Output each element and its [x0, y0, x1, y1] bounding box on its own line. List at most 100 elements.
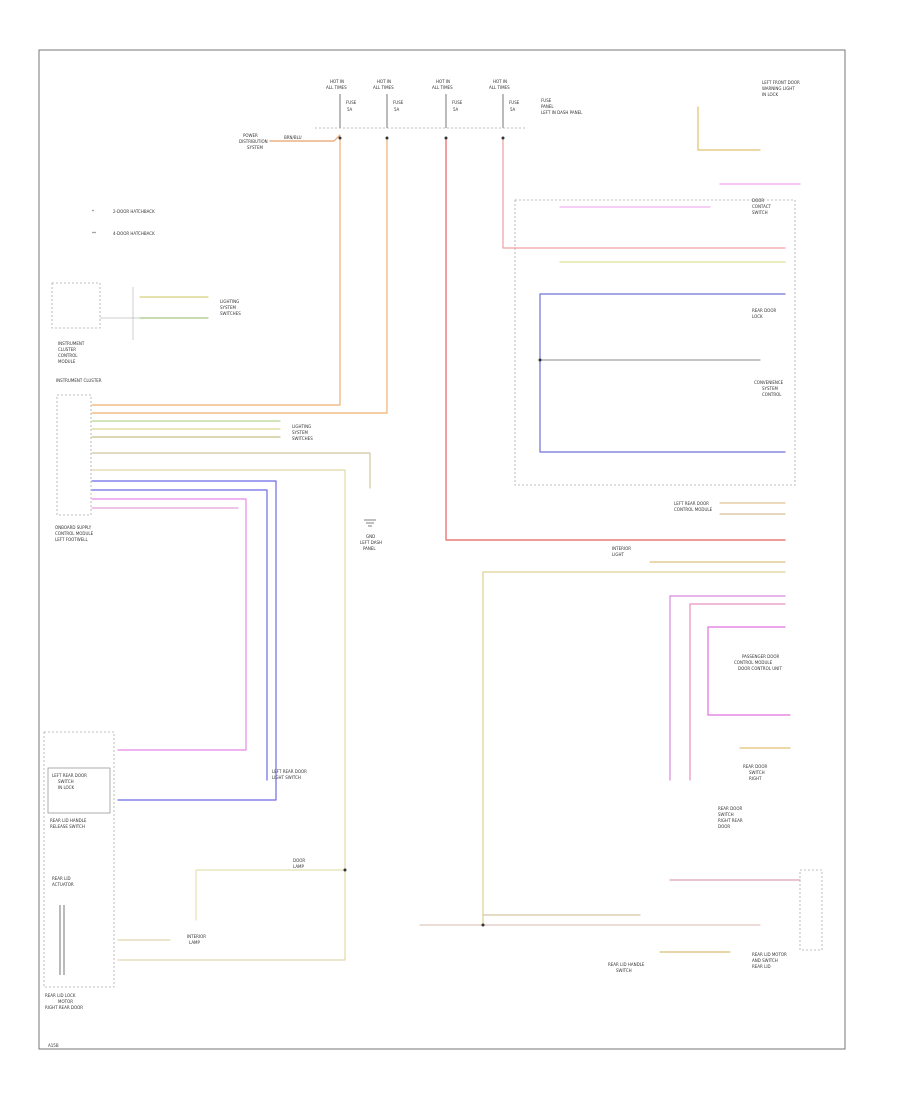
right-label-2-l1: DOOR — [752, 198, 764, 203]
door-switch-1-l3: IN LOCK — [58, 785, 74, 790]
rear-lid-handle-2: SWITCH — [616, 968, 632, 973]
lighting-upper-1: LIGHTING — [220, 299, 239, 304]
rear-lid-motor-box — [799, 869, 823, 951]
right-label-2-l3: SWITCH — [752, 210, 768, 215]
comfort-1: CONVENIENCE — [754, 380, 784, 385]
door-switch-4-l2: LIGHT SWITCH — [272, 775, 301, 780]
fuse-1: HOT IN ALL TIMES FUSE 5A — [326, 79, 357, 128]
right-label-3-l2: LOCK — [752, 314, 763, 319]
wire-cluster-orange-2 — [91, 137, 388, 414]
door-switch-2-l2: RELEASE SWITCH — [50, 824, 85, 829]
door-switch-1-l2: SWITCH — [58, 779, 74, 784]
fuse-2: HOT IN ALL TIMES FUSE 5A — [373, 79, 404, 128]
power-dist-wire-code: BRN/BLU — [284, 135, 302, 140]
fuse-4-rating: 5A — [510, 107, 516, 112]
wire-right-top — [697, 106, 761, 151]
lr-door-2: CONTROL MODULE — [674, 507, 713, 512]
power-dist-label-2: DISTRIBUTION — [239, 139, 268, 144]
wire-pink-1 — [91, 498, 247, 751]
cluster-box-line-3: CONTROL — [58, 353, 78, 358]
rear-lid-motor-1: REAR LID MOTOR — [752, 952, 787, 957]
cluster-box-line-4: MODULE — [58, 359, 76, 364]
ground-label-3: PANEL — [363, 546, 376, 551]
door-switch-1-l1: LEFT REAR DOOR — [52, 773, 87, 778]
wire-ground — [91, 452, 371, 489]
door-switch-3-l1: REAR LID — [52, 876, 71, 881]
fuse-3-hot-in: HOT IN — [436, 79, 450, 84]
right-rear-door-1: REAR DOOR — [718, 806, 742, 811]
central-module-line-3: LEFT FOOTWELL — [55, 537, 88, 542]
fuse-1-label: FUSE — [346, 100, 357, 105]
central-module-line-2: CONTROL MODULE — [55, 531, 94, 536]
wire-cluster-orange — [91, 137, 341, 406]
legend-item-1: 2-DOOR HATCHBACK — [113, 209, 155, 214]
lighting-lower-2: SYSTEM — [292, 430, 308, 435]
fuse-3-hot-at: ALL TIMES — [432, 85, 453, 90]
motor-windings — [59, 905, 65, 975]
lr-door-1: LEFT REAR DOOR — [674, 501, 709, 506]
rear-door-right-3: RIGHT — [749, 776, 762, 781]
fuse-1-rating: 5A — [347, 107, 353, 112]
passenger-door-1: PASSENGER DOOR — [742, 654, 780, 659]
cluster-box-line-2: CLUSTER — [58, 347, 76, 352]
junction-dot — [343, 868, 347, 872]
junction-dots — [338, 136, 542, 927]
fuse-4: HOT IN ALL TIMES FUSE 5A — [489, 79, 520, 128]
rear-door-right-1: REAR DOOR — [743, 764, 767, 769]
right-rear-door-3: RIGHT REAR — [718, 818, 743, 823]
ground-label-1: GND — [366, 534, 375, 539]
power-dist-label-3: SYSTEM — [247, 145, 263, 150]
rear-lid-motor-2: AND SWITCH — [752, 958, 778, 963]
door-switch-4-l1: LEFT REAR DOOR — [272, 769, 307, 774]
fuse-2-hot-in: HOT IN — [377, 79, 391, 84]
fuse-3-label: FUSE — [452, 100, 463, 105]
rear-lid-lock-line-1: REAR LID LOCK — [45, 993, 76, 998]
lighting-upper-2: SYSTEM — [220, 305, 236, 310]
wire-red-long — [445, 137, 786, 541]
comfort-2: SYSTEM — [762, 386, 778, 391]
wire-red-drop — [502, 137, 786, 249]
wire-right-blue — [539, 293, 786, 453]
fuse-panel-label-3: LEFT IN DASH PANEL — [541, 110, 583, 115]
junction-dot — [538, 358, 542, 362]
door-lamp-2: LAMP — [293, 864, 305, 869]
junction-dot — [338, 136, 342, 140]
fuse-panel-label-2: PANEL — [541, 104, 554, 109]
wire-blue-2 — [91, 489, 268, 781]
door-switch-2-l1: REAR LID HANDLE — [50, 818, 87, 823]
rear-lid-lock-inner — [47, 767, 111, 814]
fuse-4-hot-at: ALL TIMES — [489, 85, 510, 90]
central-module-line-1: ONBOARD SUPPLY — [55, 525, 92, 530]
interior-light-2: LIGHT — [612, 552, 625, 557]
junction-dot — [385, 136, 389, 140]
fuse-2-rating: 5A — [394, 107, 400, 112]
power-dist-wire — [269, 134, 341, 142]
door-switch-labels: LEFT REAR DOOR SWITCH IN LOCK REAR LID H… — [50, 769, 307, 887]
right-rear-door-2: SWITCH — [718, 812, 734, 817]
diagram-border — [38, 49, 846, 1050]
fuse-3: HOT IN ALL TIMES FUSE 5A — [432, 79, 463, 128]
instrument-cluster-label: INSTRUMENT CLUSTER — [56, 378, 102, 383]
fuse-1-hot-at: ALL TIMES — [326, 85, 347, 90]
interior-light-1: INTERIOR — [612, 546, 631, 551]
wire-pink-right-2 — [689, 603, 786, 781]
wire-blue-1 — [91, 480, 277, 801]
rear-lid-lock-line-3: RIGHT REAR DOOR — [45, 1005, 83, 1010]
interior-lamp-2: LAMP — [189, 940, 201, 945]
legend-marker-1: * — [92, 209, 94, 214]
right-label-3-l1: REAR DOOR — [752, 308, 776, 313]
passenger-door-3: DOOR CONTROL UNIT — [738, 666, 782, 671]
wire-lid-switch — [195, 869, 346, 921]
wire-central-yellow — [91, 469, 346, 961]
fuse-3-rating: 5A — [453, 107, 459, 112]
rear-lid-motor-3: REAR LID — [752, 964, 771, 969]
lighting-lower-1: LIGHTING — [292, 424, 311, 429]
right-module-frame — [514, 199, 796, 486]
wire-pink-right-1 — [669, 595, 786, 781]
passenger-door-2: CONTROL MODULE — [734, 660, 773, 665]
fuse-4-hot-in: HOT IN — [493, 79, 507, 84]
door-switch-3-l2: ACTUATOR — [52, 882, 74, 887]
legend: * 2-DOOR HATCHBACK ** 4-DOOR HATCHBACK — [92, 209, 155, 236]
rear-lid-lock-module — [43, 731, 115, 988]
